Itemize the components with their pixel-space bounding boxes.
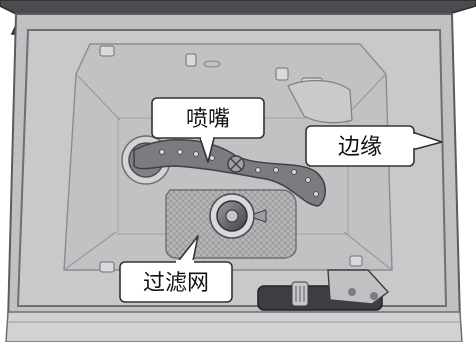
callout-spray-arm: 喷嘴 — [151, 97, 265, 163]
callout-label-filter: 过滤网 — [143, 271, 209, 296]
side-housing — [287, 79, 353, 124]
spray-arm-nut — [227, 155, 245, 173]
callout-label-spray-arm: 喷嘴 — [186, 107, 230, 132]
callout-filter: 过滤网 — [119, 235, 233, 303]
callout-label-edge: 边缘 — [338, 135, 382, 160]
callout-edge: 边缘 — [305, 125, 443, 167]
front-lip — [5, 311, 463, 342]
drain-assembly — [257, 269, 390, 311]
spray-arm — [133, 139, 326, 207]
filter-cup — [209, 193, 267, 239]
